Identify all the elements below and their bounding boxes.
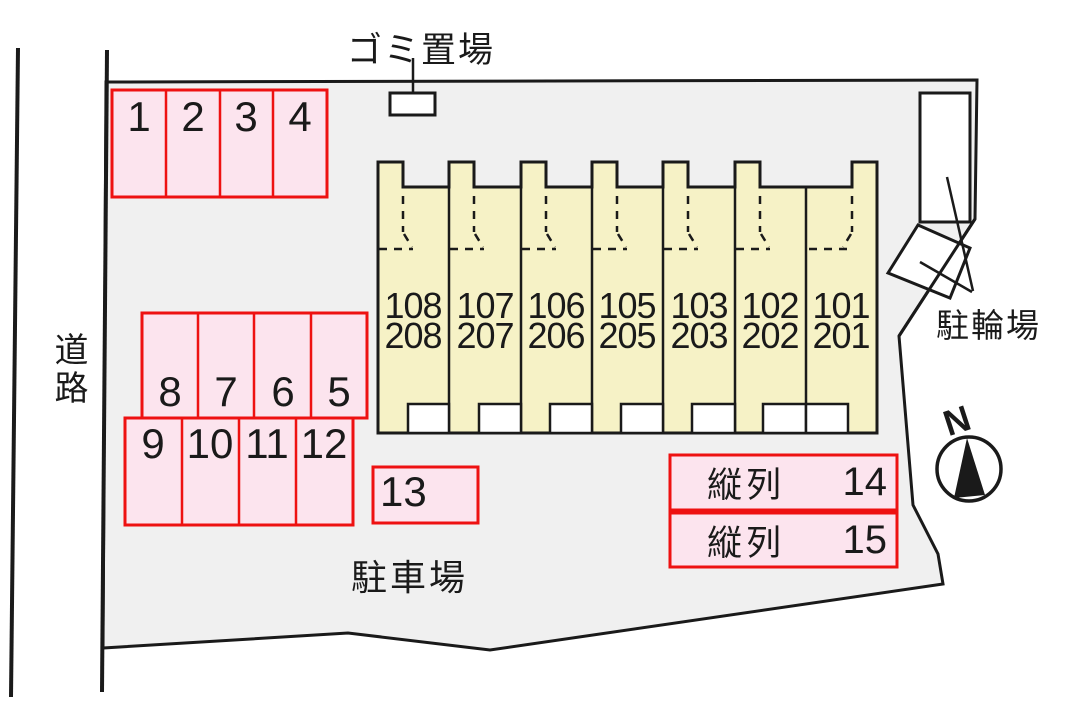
tandem-spot-15: 縦列 15 bbox=[670, 513, 897, 568]
unit-106-206: 106 206 bbox=[520, 285, 592, 356]
unit-203-label: 203 bbox=[670, 315, 728, 356]
tandem-15-number: 15 bbox=[842, 518, 888, 562]
parking-spot-9-label: 9 bbox=[141, 420, 165, 467]
unit-101-201: 101 201 bbox=[805, 285, 877, 356]
parking-group-9-12 bbox=[123, 416, 355, 527]
unit-202-label: 202 bbox=[741, 315, 799, 356]
bicycle-leader-line-1 bbox=[945, 176, 975, 292]
bicycle-parking-label: 駐輪場 bbox=[936, 307, 1041, 344]
unit-207-label: 207 bbox=[456, 315, 514, 356]
garbage-area-label: ゴミ置場 bbox=[346, 31, 495, 70]
road-edge-left-line bbox=[9, 47, 20, 698]
unit-206-label: 206 bbox=[527, 315, 585, 356]
parking-spot-13-box bbox=[371, 465, 480, 525]
unit-108-208: 108 208 bbox=[377, 285, 449, 356]
building-unit-dividers bbox=[447, 187, 808, 433]
parking-spot-12-label: 12 bbox=[300, 420, 348, 467]
parking-spot-11-label: 11 bbox=[245, 420, 289, 467]
unit-105-205: 105 205 bbox=[591, 285, 663, 356]
unit-105-label: 105 bbox=[598, 285, 656, 326]
tandem-15-type-label: 縦列 bbox=[707, 524, 786, 563]
bicycle-parking-rect bbox=[918, 91, 972, 224]
unit-205-label: 205 bbox=[598, 315, 656, 356]
unit-208-label: 208 bbox=[384, 315, 442, 356]
unit-102-202: 102 202 bbox=[734, 285, 806, 356]
parking-spot-5-label: 5 bbox=[327, 368, 351, 415]
unit-102-label: 102 bbox=[741, 285, 799, 326]
unit-108-label: 108 bbox=[384, 285, 442, 326]
bicycle-leader-line-2 bbox=[919, 260, 973, 294]
tandem-spot-14: 縦列 14 bbox=[670, 455, 897, 510]
parking-spot-13-label: 13 bbox=[380, 468, 427, 515]
parking-spot-10-label: 10 bbox=[186, 420, 234, 467]
parking-spot-8-label: 8 bbox=[158, 368, 182, 415]
unit-201-label: 201 bbox=[812, 315, 870, 356]
north-arrow bbox=[935, 435, 1003, 503]
site-boundary-overlay-line bbox=[897, 218, 977, 337]
building-door-dashes bbox=[379, 196, 854, 251]
parking-group-1-4 bbox=[110, 88, 329, 199]
tandem-spot-15-box bbox=[668, 511, 899, 569]
unit-107-label: 107 bbox=[456, 285, 514, 326]
parking-group-8-5 bbox=[140, 311, 369, 420]
unit-103-label: 103 bbox=[670, 285, 728, 326]
unit-106-label: 106 bbox=[527, 285, 585, 326]
tandem-14-number: 14 bbox=[842, 460, 888, 504]
north-arrow-needle bbox=[954, 438, 985, 498]
tandem-14-type-label: 縦列 bbox=[707, 466, 786, 505]
parking-lot-label: 駐車場 bbox=[351, 557, 469, 598]
building-outline bbox=[376, 160, 879, 435]
building-porches bbox=[406, 402, 850, 435]
parking-spot-7-label: 7 bbox=[214, 368, 238, 415]
parking-spot-2-label: 2 bbox=[181, 93, 205, 140]
parking-spot-6-label: 6 bbox=[271, 368, 295, 415]
unit-101-label: 101 bbox=[812, 285, 870, 326]
garbage-station-box bbox=[388, 91, 437, 117]
unit-107-207: 107 207 bbox=[449, 285, 521, 356]
parking-spot-3-label: 3 bbox=[234, 93, 258, 140]
road-edge-right-line bbox=[100, 49, 109, 693]
parking-spot-4-label: 4 bbox=[288, 93, 312, 140]
tandem-spot-14-box bbox=[668, 453, 899, 512]
parking-spot-1-label: 1 bbox=[127, 93, 151, 140]
unit-103-203: 103 203 bbox=[663, 285, 735, 356]
road-label: 道路 bbox=[49, 332, 87, 408]
